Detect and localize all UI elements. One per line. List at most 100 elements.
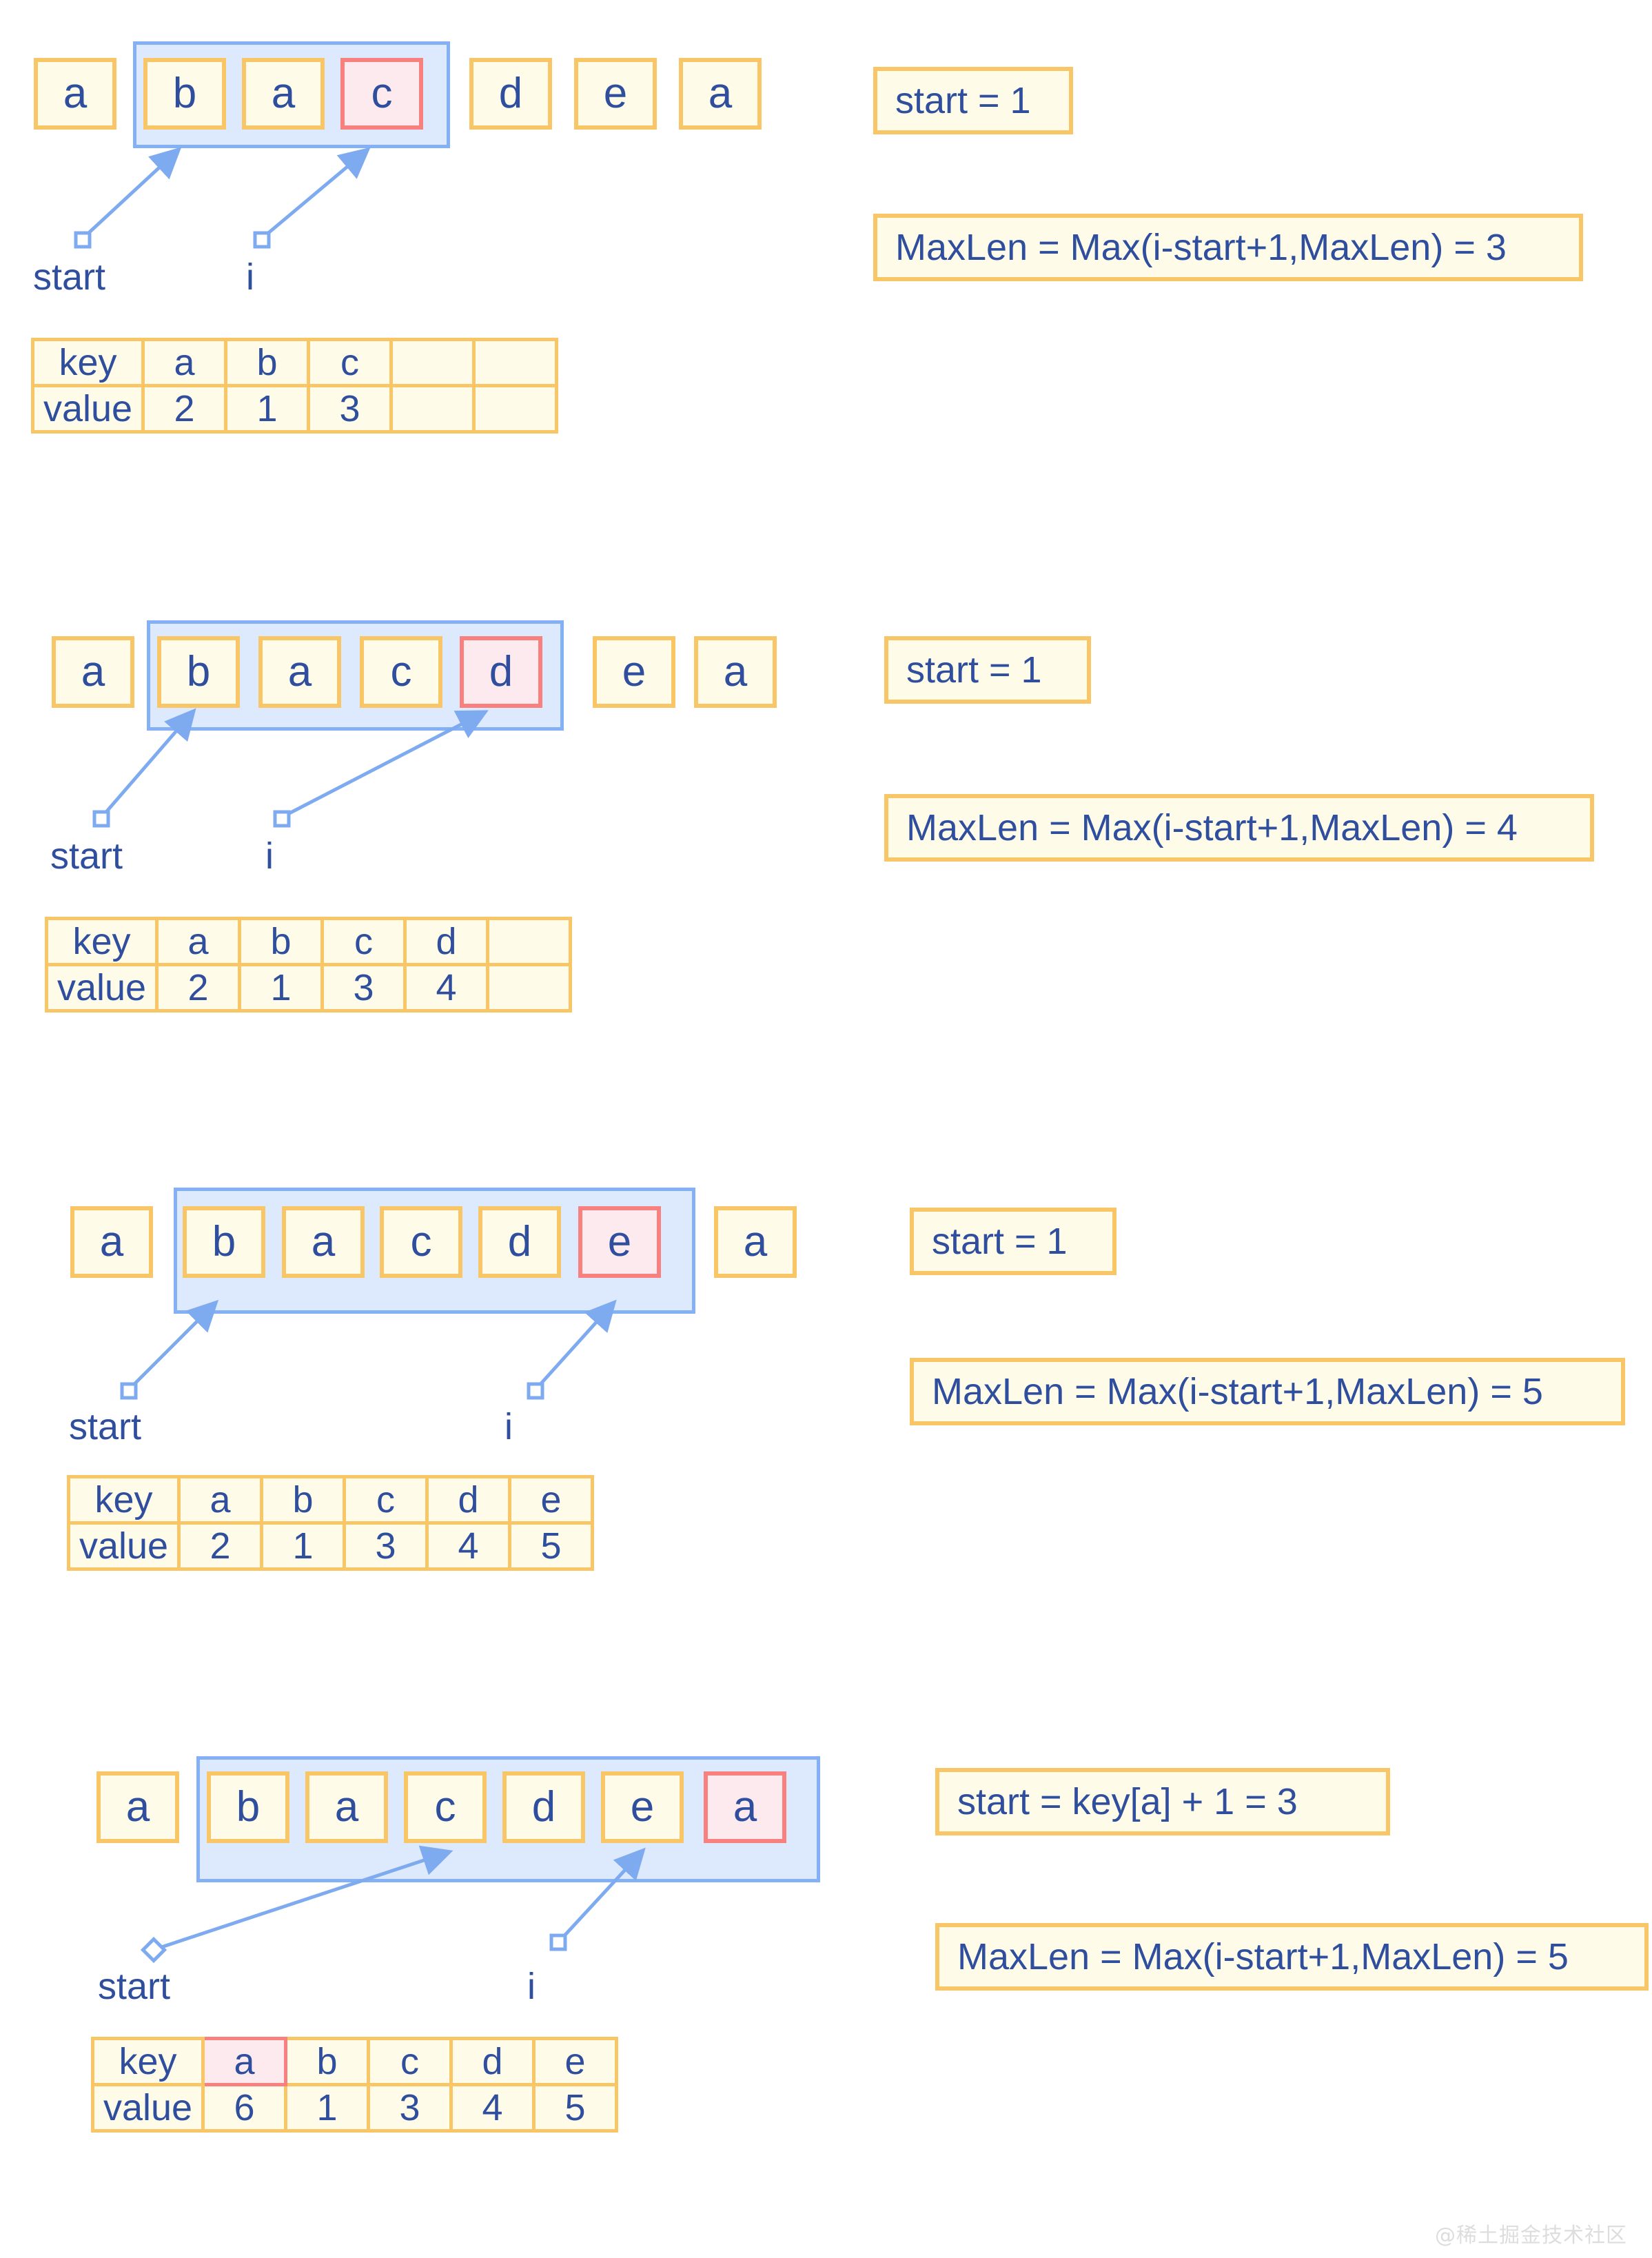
value-cell: 1 xyxy=(238,963,324,1013)
key-cell: c xyxy=(320,917,407,966)
pointer-label-i: i xyxy=(527,1966,536,2007)
value-cell: 2 xyxy=(155,963,241,1013)
char-cell: a xyxy=(282,1206,365,1278)
hash-table: key a b c d e value 6 1 3 4 5 xyxy=(91,2037,618,2133)
pointer-label-i: i xyxy=(504,1406,513,1447)
key-cell: b xyxy=(238,917,324,966)
char-cell: a xyxy=(34,58,116,130)
value-cell xyxy=(389,384,476,434)
note-start: start = key[a] + 1 = 3 xyxy=(935,1768,1390,1835)
pointer-label-i: i xyxy=(246,256,254,298)
pointer-label-start: start xyxy=(98,1966,171,2007)
char-cell: a xyxy=(305,1771,388,1843)
table-row-key: key a b c d e xyxy=(67,1475,594,1525)
row-label-key: key xyxy=(67,1475,181,1525)
note-maxlen: MaxLen = Max(i-start+1,MaxLen) = 3 xyxy=(873,214,1583,281)
pointer-label-start: start xyxy=(33,256,106,298)
key-cell xyxy=(472,338,558,387)
note-start: start = 1 xyxy=(873,67,1073,134)
char-cell: e xyxy=(574,58,657,130)
table-row-value: value 2 1 3 4 5 xyxy=(67,1521,594,1571)
key-cell: c xyxy=(367,2037,453,2086)
key-cell: c xyxy=(343,1475,429,1525)
value-cell: 3 xyxy=(343,1521,429,1571)
char-cell: c xyxy=(360,636,442,708)
arrow-start-1 xyxy=(74,147,182,249)
key-cell: b xyxy=(224,338,310,387)
char-cell-current: e xyxy=(578,1206,661,1278)
value-cell: 2 xyxy=(177,1521,263,1571)
pointer-label-start: start xyxy=(50,835,123,877)
value-cell: 4 xyxy=(425,1521,511,1571)
char-cell-current: a xyxy=(704,1771,786,1843)
key-cell: e xyxy=(532,2037,618,2086)
arrow-i-1 xyxy=(253,147,371,249)
pointer-label-i: i xyxy=(265,835,274,877)
table-row-value: value 2 1 3 xyxy=(31,384,558,434)
table-row-value: value 6 1 3 4 5 xyxy=(91,2083,618,2133)
value-cell: 1 xyxy=(224,384,310,434)
value-cell: 4 xyxy=(449,2083,536,2133)
char-cell: a xyxy=(70,1206,153,1278)
key-cell xyxy=(389,338,476,387)
hash-table: key a b c d e value 2 1 3 4 5 xyxy=(67,1475,594,1571)
note-start: start = 1 xyxy=(884,636,1091,704)
char-cell: b xyxy=(207,1771,289,1843)
char-cell: e xyxy=(593,636,675,708)
char-cell: a xyxy=(694,636,777,708)
key-cell: e xyxy=(508,1475,594,1525)
table-row-key: key a b c d e xyxy=(91,2037,618,2086)
note-maxlen: MaxLen = Max(i-start+1,MaxLen) = 5 xyxy=(935,1923,1649,1991)
key-cell: d xyxy=(449,2037,536,2086)
char-cell: b xyxy=(157,636,240,708)
char-cell-current: d xyxy=(460,636,542,708)
char-cell: a xyxy=(714,1206,797,1278)
char-cell: d xyxy=(502,1771,585,1843)
key-cell: a xyxy=(177,1475,263,1525)
row-label-value: value xyxy=(45,963,159,1013)
value-cell xyxy=(486,963,572,1013)
key-cell: a xyxy=(155,917,241,966)
char-cell-current: c xyxy=(340,58,423,130)
value-cell: 4 xyxy=(403,963,489,1013)
key-cell: a xyxy=(141,338,227,387)
char-cell: a xyxy=(679,58,762,130)
arrow-start-3 xyxy=(120,1299,219,1400)
value-cell: 3 xyxy=(307,384,393,434)
char-cell: a xyxy=(258,636,341,708)
row-label-key: key xyxy=(31,338,145,387)
value-cell: 3 xyxy=(367,2083,453,2133)
row-label-key: key xyxy=(91,2037,205,2086)
char-cell: c xyxy=(380,1206,462,1278)
char-cell: a xyxy=(242,58,325,130)
row-label-value: value xyxy=(91,2083,205,2133)
key-cell: b xyxy=(260,1475,346,1525)
value-cell: 5 xyxy=(508,1521,594,1571)
value-cell xyxy=(472,384,558,434)
table-row-key: key a b c xyxy=(31,338,558,387)
note-maxlen: MaxLen = Max(i-start+1,MaxLen) = 4 xyxy=(884,794,1594,862)
key-cell: d xyxy=(403,917,489,966)
key-cell-highlight: a xyxy=(201,2037,287,2086)
value-cell: 1 xyxy=(260,1521,346,1571)
note-start: start = 1 xyxy=(910,1208,1116,1275)
char-cell: a xyxy=(96,1771,179,1843)
char-cell: b xyxy=(183,1206,265,1278)
value-cell: 6 xyxy=(201,2083,287,2133)
key-cell: c xyxy=(307,338,393,387)
watermark: @稀土掘金技术社区 xyxy=(1435,2224,1627,2248)
pointer-label-start: start xyxy=(69,1406,142,1447)
char-cell: b xyxy=(143,58,226,130)
hash-table: key a b c d value 2 1 3 4 xyxy=(45,917,572,1013)
row-label-value: value xyxy=(31,384,145,434)
char-cell: d xyxy=(478,1206,561,1278)
key-cell: b xyxy=(284,2037,370,2086)
char-cell: c xyxy=(404,1771,487,1843)
row-label-key: key xyxy=(45,917,159,966)
value-cell: 5 xyxy=(532,2083,618,2133)
value-cell: 1 xyxy=(284,2083,370,2133)
arrow-i-3 xyxy=(527,1299,617,1400)
value-cell: 2 xyxy=(141,384,227,434)
table-row-value: value 2 1 3 4 xyxy=(45,963,572,1013)
